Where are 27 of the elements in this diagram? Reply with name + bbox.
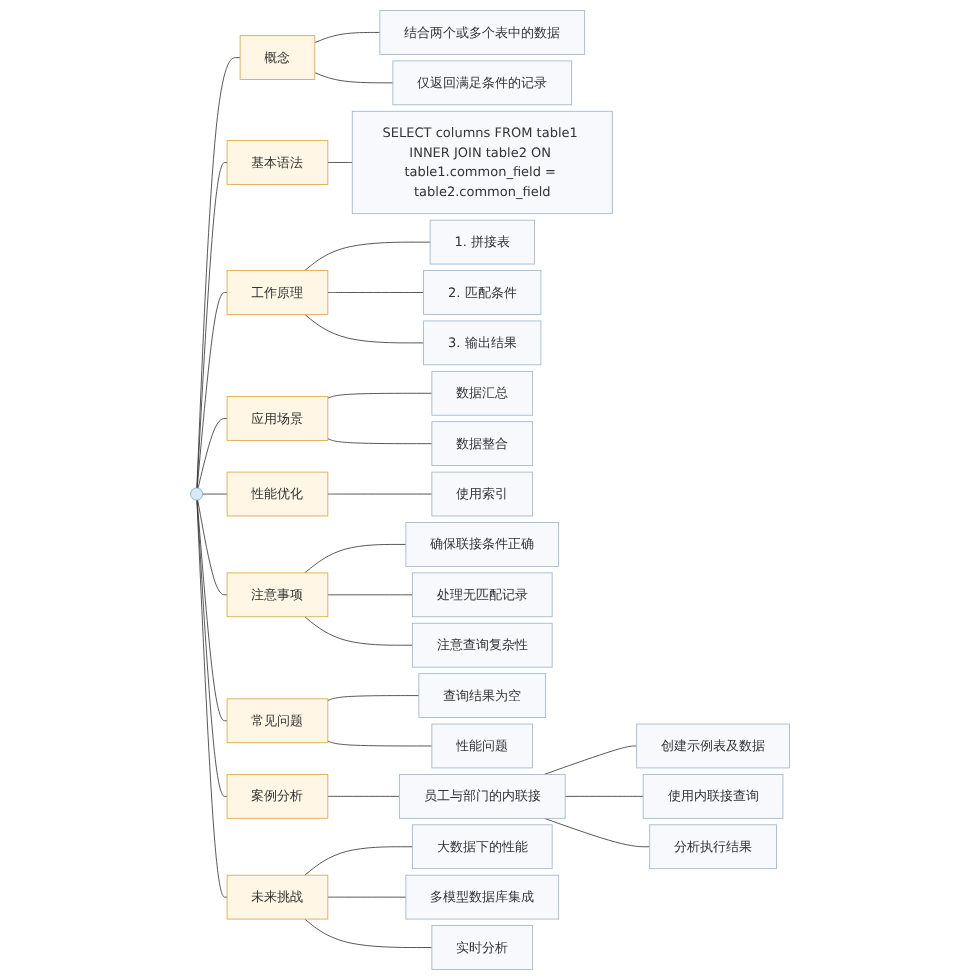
connector (327, 740, 433, 747)
connector (196, 499, 228, 722)
connector (196, 162, 228, 489)
connector (327, 438, 433, 445)
connector (327, 695, 420, 701)
connector (564, 795, 644, 797)
connector (543, 817, 651, 848)
connector (314, 32, 381, 43)
connector (327, 292, 424, 293)
connector (196, 57, 241, 489)
connector (304, 314, 424, 344)
connector (327, 795, 400, 797)
connector (304, 544, 407, 574)
connector (304, 846, 413, 876)
connector (304, 918, 433, 948)
connector (543, 745, 638, 775)
connector (304, 616, 413, 646)
connector (327, 162, 353, 163)
node-circle (190, 487, 204, 501)
connector (304, 241, 431, 271)
connector (314, 72, 394, 84)
connector (196, 499, 228, 797)
connector (196, 499, 228, 898)
connector (327, 392, 433, 399)
connector (197, 499, 228, 596)
connector (197, 418, 228, 489)
connector (196, 292, 228, 489)
